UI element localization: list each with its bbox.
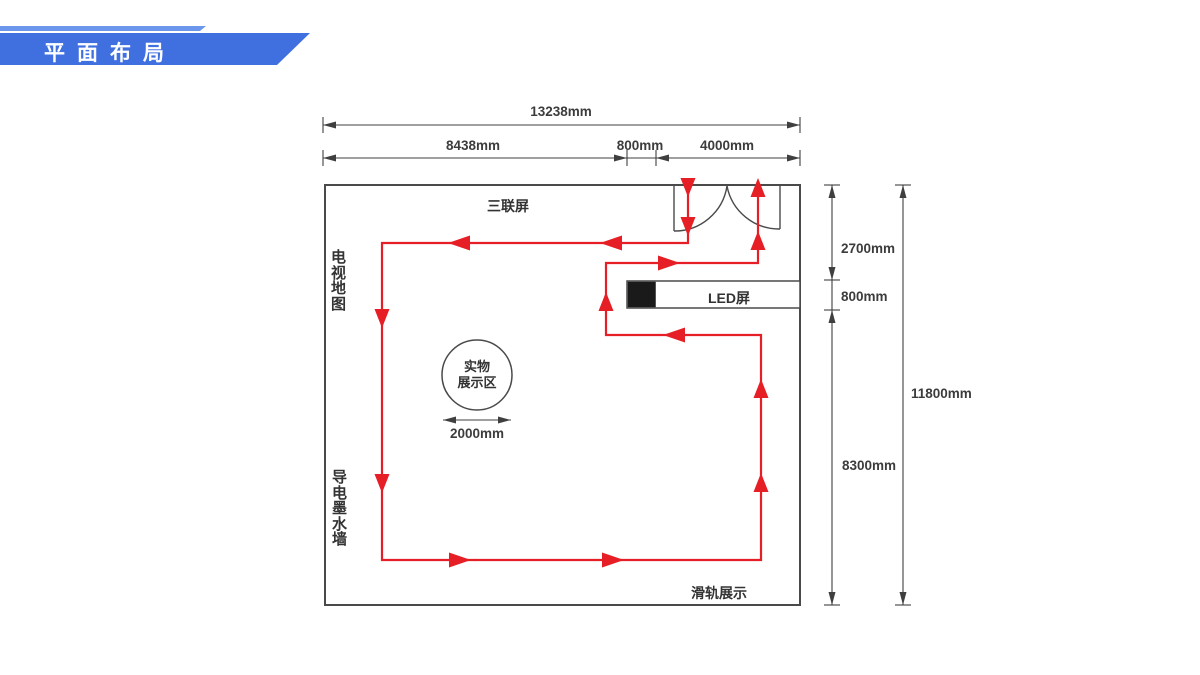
banner-accent-strip [0, 26, 206, 31]
label-triple-screen: 三联屏 [487, 198, 529, 214]
dim-right-lower: 8300mm [842, 458, 897, 473]
page-title: 平面布局 [44, 41, 176, 65]
led-black-block [627, 281, 656, 308]
label-exhibit-area: 实物 展示区 [457, 359, 496, 391]
dim-top-middle: 800mm [616, 138, 664, 153]
dim-total-width: 13238mm [530, 104, 592, 119]
exhibit-area-circle [441, 339, 513, 411]
visitor-path [374, 178, 769, 568]
dim-right-upper: 2700mm [841, 241, 896, 256]
label-exhibit-area-line2: 展示区 [457, 375, 497, 390]
dimension-lines [322, 117, 911, 606]
dim-exhibit-circle: 2000mm [449, 426, 505, 441]
room-walls [324, 184, 801, 606]
dim-right-total: 11800mm [911, 386, 972, 401]
label-led-screen: LED屏 [708, 290, 750, 306]
label-conductive-ink-wall: 导电墨水墙 [331, 469, 347, 548]
dim-right-middle: 800mm [841, 289, 888, 304]
label-tv-map: 电视地图 [330, 249, 346, 313]
dim-top-right: 4000mm [699, 138, 755, 153]
double-door [673, 185, 781, 232]
led-screen-bar [626, 280, 801, 309]
label-exhibit-area-line1: 实物 [463, 359, 491, 374]
label-slide-rail: 滑轨展示 [691, 585, 747, 601]
visitor-path-arrows [374, 178, 769, 568]
banner [0, 33, 310, 65]
dimension-arrowheads [323, 121, 907, 605]
dim-top-left: 8438mm [445, 138, 501, 153]
